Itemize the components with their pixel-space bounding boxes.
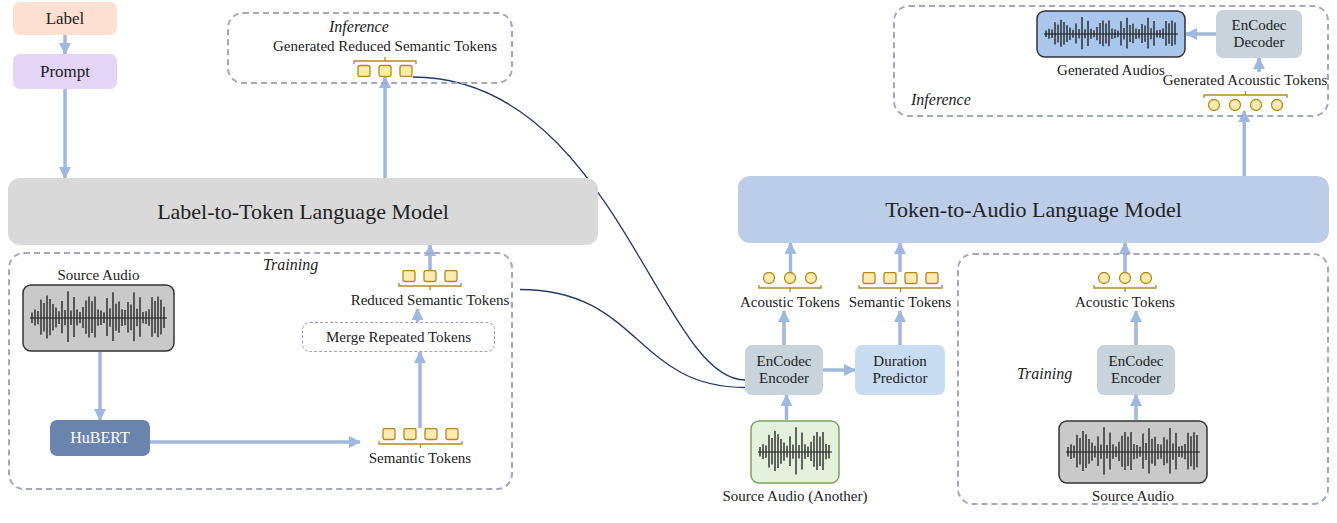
- process-dashed-box: Merge Repeated Tokens: [302, 322, 495, 352]
- label-row: Generated Reduced Semantic Tokens: [270, 38, 501, 55]
- process-box: Prompt: [13, 54, 117, 89]
- process-box: EnCodec Decoder: [1216, 10, 1302, 58]
- label-row: Generated Acoustic Tokens: [1160, 72, 1331, 89]
- process-box: HuBERT: [50, 420, 150, 456]
- audio-waveform: Source Audio: [22, 266, 175, 352]
- flow-arrow: [782, 311, 786, 345]
- token-row: [350, 55, 420, 77]
- label-row: Semantic Tokens: [360, 450, 480, 467]
- flow-arrow: [63, 89, 67, 178]
- flow-arrow: [150, 440, 360, 444]
- node-label: Source Audio: [1092, 488, 1174, 504]
- node-label: Generated Acoustic Tokens: [1163, 72, 1327, 88]
- stage-group: Training Acoustic TokensEnCodec EncoderSo…: [957, 253, 1329, 505]
- stage-group: Inference Generated Audios EnCodec Decoder…: [893, 5, 1329, 117]
- label-row: Acoustic Tokens: [737, 294, 843, 311]
- token-group: Acoustic Tokens: [737, 272, 843, 311]
- flow-arrow: [898, 243, 902, 272]
- audio-waveform: Generated Audios: [1036, 10, 1186, 79]
- flow-arrow: [63, 35, 67, 54]
- waveform: [22, 284, 175, 352]
- node-label: EnCodec Encoder: [1097, 353, 1175, 388]
- label-row: Source Audio (Another): [723, 487, 868, 505]
- node-label: Generated Reduced Semantic Tokens: [273, 38, 497, 54]
- process-box: Label: [13, 2, 117, 35]
- node-label: HuBERT: [70, 429, 129, 447]
- label-row: Reduced Semantic Tokens: [340, 292, 520, 309]
- label-row: Acoustic Tokens: [1070, 294, 1180, 311]
- node-label: Semantic Tokens: [849, 294, 951, 310]
- node-label: Semantic Tokens: [369, 450, 471, 466]
- node-label: Inference: [911, 91, 971, 109]
- flow-arrow: [789, 243, 793, 272]
- link-curve: [520, 290, 745, 388]
- node-label: Prompt: [40, 62, 90, 82]
- node-label: Duration Predictor: [855, 353, 945, 388]
- flow-arrow: [416, 309, 420, 322]
- waveform: [750, 420, 840, 484]
- model-band: Token-to-Audio Language Model: [738, 176, 1329, 243]
- node-label: Acoustic Tokens: [740, 294, 840, 310]
- token-row: [375, 428, 466, 450]
- token-group: Reduced Semantic Tokens: [340, 270, 520, 309]
- node-label: EnCodec Encoder: [745, 353, 823, 388]
- flow-arrow: [1243, 111, 1247, 176]
- node-label: Label: [46, 9, 85, 29]
- flow-arrow: [1123, 243, 1127, 272]
- token-group: Semantic Tokens: [845, 272, 955, 311]
- node-label: Inference: [329, 18, 389, 36]
- flow-arrow: [1134, 311, 1138, 345]
- node-label: Label-to-Token Language Model: [157, 199, 449, 225]
- node-label: Token-to-Audio Language Model: [885, 197, 1182, 223]
- flow-arrow: [785, 395, 789, 420]
- node-label: Generated Audios: [1057, 62, 1165, 78]
- flow-arrow: [383, 77, 387, 178]
- flow-arrow: [418, 352, 422, 428]
- node-label: Source Audio (Another): [723, 488, 868, 504]
- waveform: [1036, 10, 1186, 58]
- process-box: EnCodec Encoder: [1097, 345, 1175, 395]
- node-label: Training: [1017, 365, 1072, 383]
- token-row: [395, 270, 465, 292]
- node-label: Training: [263, 256, 318, 274]
- token-group: Acoustic Tokens: [1070, 272, 1180, 311]
- token-group: Generated Acoustic Tokens: [1160, 72, 1331, 111]
- label-row: Semantic Tokens: [845, 294, 955, 311]
- label-row: Source Audio: [57, 266, 139, 284]
- audio-waveform: Source Audio: [1058, 420, 1208, 505]
- node-label: EnCodec Decoder: [1216, 17, 1302, 52]
- node-label: Source Audio: [57, 267, 139, 283]
- audio-waveform: Source Audio (Another): [715, 420, 875, 505]
- token-row: [755, 272, 825, 294]
- token-group: Generated Reduced Semantic Tokens: [270, 38, 501, 77]
- token-row: [1200, 89, 1291, 111]
- waveform: [1058, 420, 1208, 484]
- node-label: Acoustic Tokens: [1075, 294, 1175, 310]
- stage-group: TrainingSource AudioHuBERT Semantic Token…: [8, 252, 513, 490]
- model-band: Label-to-Token Language Model: [8, 178, 598, 245]
- stage-group: InferenceGenerated Reduced Semantic Toke…: [227, 12, 513, 84]
- flow-arrow: [428, 245, 432, 270]
- flow-arrow: [1186, 32, 1216, 36]
- flow-arrow: [823, 368, 855, 372]
- token-row: [855, 272, 946, 294]
- flow-arrow: [898, 311, 902, 345]
- node-label: Merge Repeated Tokens: [326, 329, 471, 346]
- token-row: [1090, 272, 1160, 294]
- flow-arrow: [98, 352, 102, 420]
- token-group: Semantic Tokens: [360, 428, 480, 467]
- node-label: Reduced Semantic Tokens: [351, 292, 510, 308]
- label-row: Generated Audios: [1057, 61, 1165, 79]
- label-row: Source Audio: [1092, 487, 1174, 505]
- process-box: EnCodec Encoder: [745, 345, 823, 395]
- process-box: Duration Predictor: [855, 345, 945, 395]
- flow-arrow: [1134, 395, 1138, 420]
- flow-arrow: [1257, 58, 1261, 72]
